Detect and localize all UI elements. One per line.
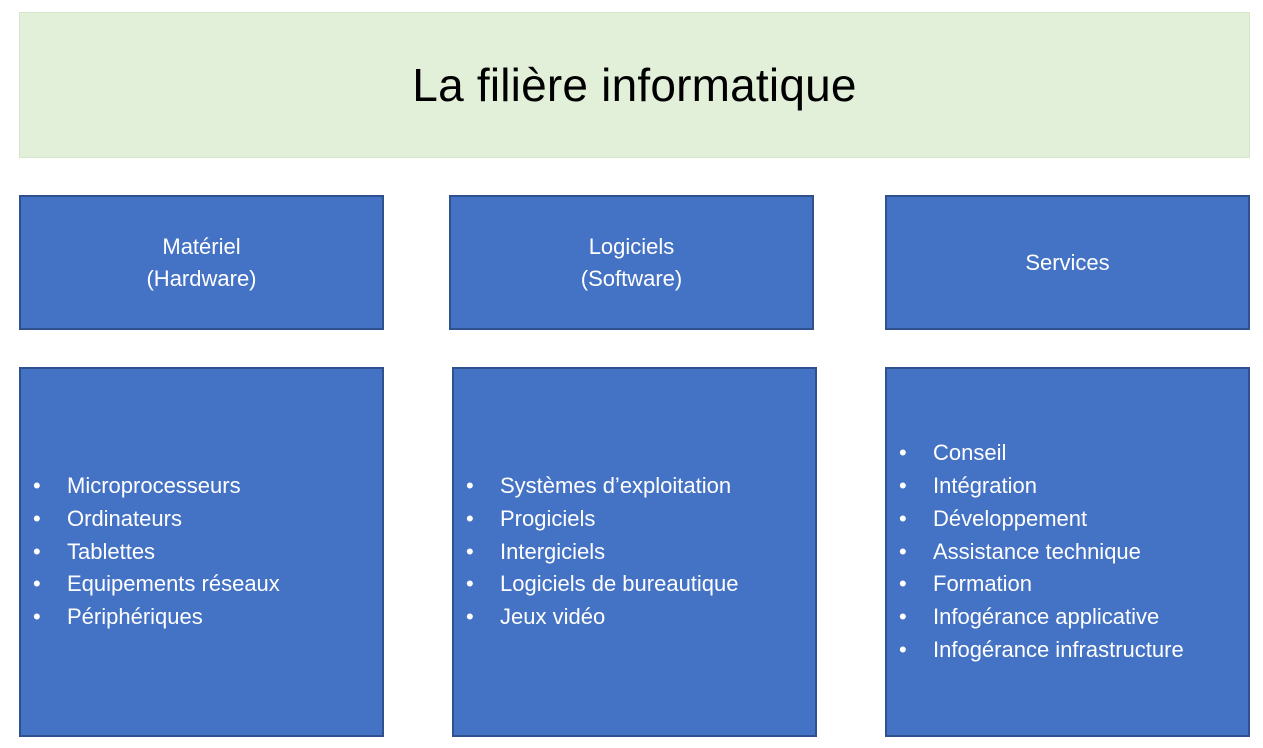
bullet-icon: •: [466, 538, 474, 564]
bullet-icon: •: [899, 505, 907, 531]
list-item: •Equipements réseaux: [21, 568, 280, 601]
category-subtitle: (Software): [580, 265, 683, 291]
list-item: •Formation: [887, 568, 1184, 601]
item-list: •Conseil •Intégration •Développement •As…: [887, 437, 1184, 667]
bullet-icon: •: [466, 571, 474, 597]
category-title: Matériel: [162, 233, 241, 259]
bullet-icon: •: [33, 604, 41, 630]
items-box-services: •Conseil •Intégration •Développement •As…: [885, 367, 1250, 737]
items-box-hardware: •Microprocesseurs •Ordinateurs •Tablette…: [19, 367, 384, 737]
bullet-icon: •: [33, 538, 41, 564]
title-banner: La filière informatique: [19, 12, 1250, 158]
list-item: •Tablettes: [21, 536, 280, 569]
page-title: La filière informatique: [412, 59, 857, 111]
items-box-software: •Systèmes d’exploitation •Progiciels •In…: [452, 367, 817, 737]
bullet-icon: •: [899, 538, 907, 564]
list-item: •Logiciels de bureautique: [454, 568, 739, 601]
bullet-icon: •: [33, 505, 41, 531]
category-subtitle: (Hardware): [146, 265, 257, 291]
bullet-icon: •: [899, 571, 907, 597]
list-item: •Microprocesseurs: [21, 470, 280, 503]
bullet-icon: •: [899, 636, 907, 662]
list-item: •Infogérance infrastructure: [887, 634, 1184, 667]
bullet-icon: •: [899, 440, 907, 466]
bullet-icon: •: [466, 604, 474, 630]
bullet-icon: •: [466, 505, 474, 531]
category-box-software: Logiciels (Software): [449, 195, 814, 330]
category-title: Logiciels: [588, 233, 675, 259]
list-item: •Périphériques: [21, 601, 280, 634]
list-item: •Infogérance applicative: [887, 601, 1184, 634]
item-list: •Microprocesseurs •Ordinateurs •Tablette…: [21, 470, 280, 634]
list-item: •Systèmes d’exploitation: [454, 470, 739, 503]
category-title: Services: [1025, 249, 1110, 275]
item-list: •Systèmes d’exploitation •Progiciels •In…: [454, 470, 739, 634]
bullet-icon: •: [33, 473, 41, 498]
bullet-icon: •: [899, 604, 907, 630]
list-item: •Ordinateurs: [21, 503, 280, 536]
list-item: •Développement: [887, 503, 1184, 536]
list-item: •Intégration: [887, 470, 1184, 503]
bullet-icon: •: [899, 473, 907, 498]
category-box-hardware: Matériel (Hardware): [19, 195, 384, 330]
list-item: •Assistance technique: [887, 536, 1184, 569]
bullet-icon: •: [466, 473, 474, 498]
list-item: •Intergiciels: [454, 536, 739, 569]
category-box-services: Services: [885, 195, 1250, 330]
list-item: •Conseil: [887, 437, 1184, 470]
list-item: •Jeux vidéo: [454, 601, 739, 634]
bullet-icon: •: [33, 571, 41, 597]
list-item: •Progiciels: [454, 503, 739, 536]
